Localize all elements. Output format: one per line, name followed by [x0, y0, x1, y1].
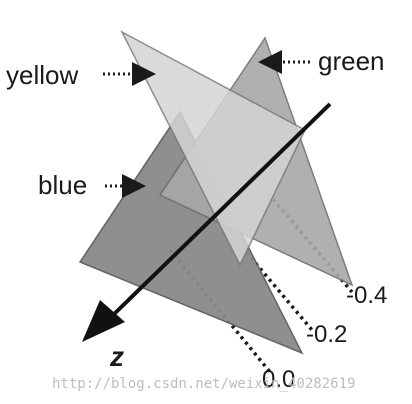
z-axis [82, 102, 332, 342]
yellow-triangle [120, 30, 306, 267]
label-blue: blue [38, 170, 87, 200]
watermark: http://blog.csdn.net/weixin_40282619 [52, 376, 355, 392]
tick-neg-0.2: -0.2 [306, 321, 347, 348]
axis-label-z: z [109, 341, 124, 372]
z-axis-line [108, 102, 332, 320]
tick-neg-0.4: -0.4 [346, 282, 387, 309]
tick-0.0: 0.0 [262, 366, 295, 393]
z-axis-arrowhead [82, 300, 125, 342]
label-green: green [318, 46, 385, 76]
label-yellow: yellow [6, 60, 78, 90]
